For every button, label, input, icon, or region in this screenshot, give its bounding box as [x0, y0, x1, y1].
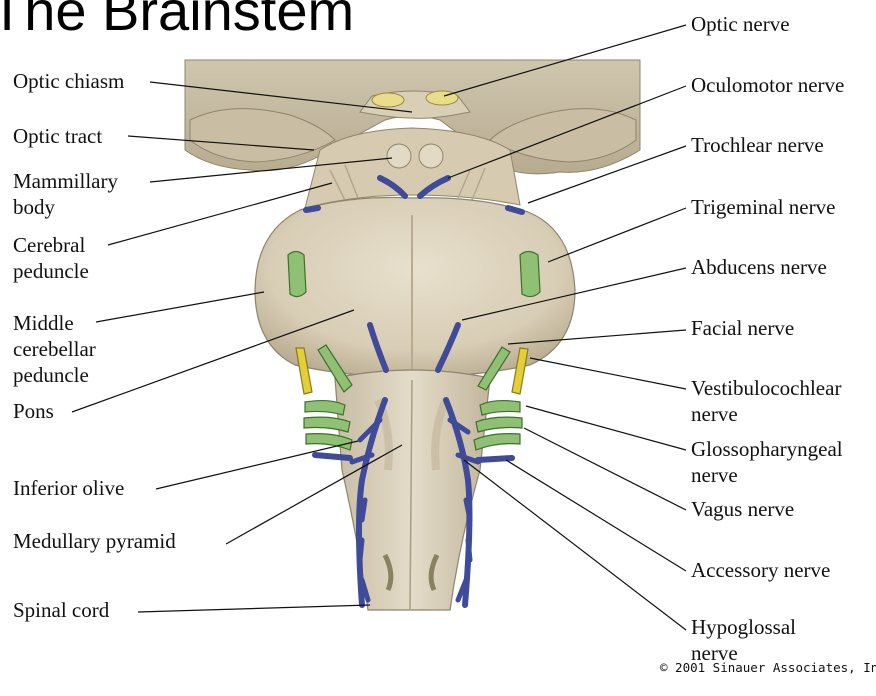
leader-trochlear-nerve [527, 145, 687, 204]
leader-abducens-nerve [461, 267, 687, 321]
abducens-nerve-right [435, 322, 461, 373]
cord-gray-matter [382, 553, 440, 592]
label-trochlear-nerve: Trochlear nerve [691, 133, 824, 157]
vagus-left-2 [305, 433, 353, 451]
leader-glossopharyngeal-nerve [525, 405, 687, 451]
leader-lines [71, 24, 687, 631]
leader-facial-nerve [507, 329, 687, 345]
leader-spinal-cord [137, 604, 371, 613]
facial-nerve-left [317, 344, 353, 393]
mammillary-body-right [418, 143, 444, 169]
hypoglossal-left-branch [349, 417, 383, 603]
blue-nerves [303, 175, 525, 608]
leader-hypoglossal-nerve [463, 459, 687, 631]
facial-nerve-right [477, 346, 511, 391]
label-medullary-pyramid: Medullary pyramid [13, 529, 176, 553]
leader-mammillary-body [149, 157, 393, 183]
inferior-olive-right [431, 398, 450, 471]
label-hypoglossal-nerve: Hypoglossal nerve [691, 615, 796, 665]
midbrain [304, 127, 521, 209]
vestibulocochlear-right [511, 347, 529, 395]
abducens-nerve-left [367, 322, 389, 373]
medulla-midline [409, 379, 413, 611]
label-vestibulocochlear-nerve: Vestibulocochlear nerve [691, 376, 842, 426]
label-optic-tract: Optic tract [13, 124, 103, 148]
leader-inferior-olive [155, 440, 359, 490]
label-trigeminal-nerve: Trigeminal nerve [691, 195, 836, 219]
accessory-nerve-right [475, 455, 515, 463]
trigeminal-nerve-right [519, 250, 541, 298]
leader-cerebral-peduncle [107, 182, 333, 246]
vagus-left-1 [303, 416, 351, 433]
label-glossopharyngeal-nerve: Glossopharyngeal nerve [691, 437, 843, 487]
accessory-nerve-left [312, 452, 353, 461]
label-abducens-nerve: Abducens nerve [691, 255, 827, 279]
label-optic-nerve: Optic nerve [691, 12, 790, 36]
vagus-right-1 [475, 416, 523, 433]
label-mammillary-body: Mammillary body [13, 169, 118, 219]
leader-oculomotor-nerve [447, 85, 687, 179]
hypoglossal-right-branch [447, 417, 481, 603]
label-spinal-cord: Spinal cord [13, 598, 110, 622]
yellow-nerves [295, 347, 529, 395]
leader-accessory-nerve [505, 459, 687, 572]
peduncle-striations [329, 164, 486, 201]
copyright-notice: © 2001 Sinauer Associates, Inc. [660, 660, 876, 675]
label-facial-nerve: Facial nerve [691, 316, 795, 340]
label-accessory-nerve: Accessory nerve [691, 558, 831, 582]
leader-optic-chiasm [149, 81, 413, 113]
pons-body [254, 196, 576, 377]
label-inferior-olive: Inferior olive [13, 476, 125, 500]
diagram-title: The Brainstem [0, 0, 355, 42]
oculomotor-nerve-right [417, 175, 451, 199]
label-oculomotor-nerve: Oculomotor nerve [691, 73, 845, 97]
trochlear-nerve-left [303, 205, 321, 213]
label-middle-cerebellar-peduncle: Middle cerebellar peduncle [13, 311, 96, 387]
leader-middle-cerebellar-peduncle [95, 291, 265, 323]
leader-vestibulocochlear-nerve [529, 357, 687, 390]
leader-trigeminal-nerve [547, 207, 687, 263]
green-nerves [287, 250, 541, 451]
glossopharyngeal-left [304, 399, 346, 416]
trigeminal-nerve-left [287, 250, 307, 298]
leader-optic-tract [127, 135, 315, 151]
oculomotor-nerve-left [377, 175, 408, 199]
label-pons: Pons [13, 399, 54, 423]
mammillary-body-left [386, 143, 412, 169]
trochlear-nerve-right [505, 205, 525, 215]
glossopharyngeal-right [479, 399, 521, 416]
label-cerebral-peduncle: Cerebral peduncle [13, 233, 89, 283]
label-vagus-nerve: Vagus nerve [691, 497, 795, 521]
leader-vagus-nerve [523, 427, 687, 511]
label-optic-chiasm: Optic chiasm [13, 69, 125, 93]
optic-nerve-left [371, 92, 405, 108]
leader-optic-nerve [443, 24, 687, 97]
vagus-right-2 [473, 433, 521, 451]
leader-medullary-pyramid [225, 444, 403, 545]
vestibulocochlear-left [295, 347, 313, 395]
leader-pons [71, 309, 355, 413]
